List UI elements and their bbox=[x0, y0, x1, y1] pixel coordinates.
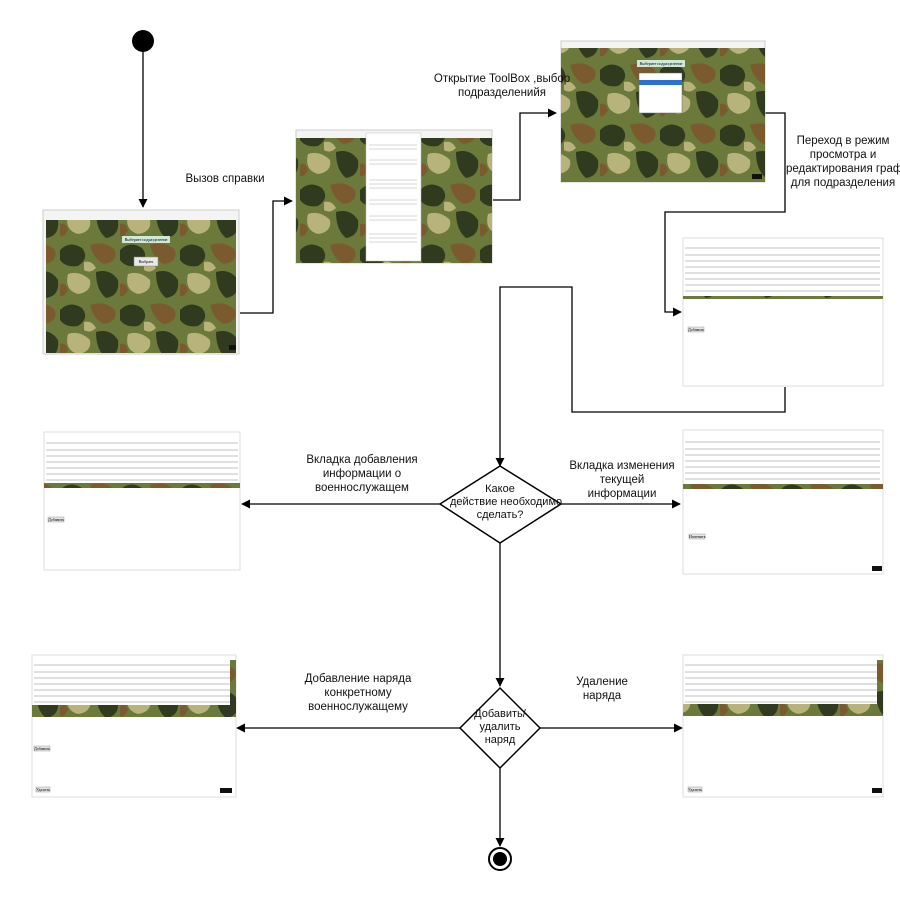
screenshot-duty-add bbox=[31, 654, 237, 798]
screenshot-main-window bbox=[42, 209, 240, 355]
label-schedule-line1: Переход в режим bbox=[796, 135, 890, 147]
flow-help-to-toolbox bbox=[493, 108, 557, 201]
decision-action-label: Какое действие необходимо сделать? bbox=[450, 483, 563, 522]
label-tab-edit: Вкладка изменения текущей информации bbox=[566, 459, 678, 501]
label-duty-add-line2: конкретному bbox=[324, 687, 392, 699]
label-tab-edit-line1: Вкладка изменения bbox=[569, 460, 675, 472]
duty-add-add-button[interactable]: Добавить bbox=[34, 746, 51, 751]
label-help-call-text: Вызов справки bbox=[185, 173, 265, 185]
label-tab-add-line1: Вкладка добавления bbox=[306, 454, 418, 466]
screenshot-toolbox bbox=[560, 40, 766, 183]
decision-duty-line1: Добавить/ bbox=[474, 708, 526, 720]
flow-schedule-to-decision bbox=[495, 286, 786, 467]
duty-delete-delete-button[interactable]: Удалить bbox=[688, 787, 702, 792]
label-tab-add-line2: информации о bbox=[322, 468, 402, 480]
label-help-call: Вызов справки bbox=[180, 172, 270, 186]
decision-duty-line2: удалить bbox=[479, 721, 521, 733]
label-tab-add: Вкладка добавления информации о военносл… bbox=[302, 453, 422, 495]
decision-action-line2: действие необходимо bbox=[450, 496, 563, 508]
label-toolbox: Открытие ToolBox ,выбор подразделенийя bbox=[422, 72, 582, 100]
label-toolbox-line1: Открытие ToolBox ,выбор bbox=[433, 73, 571, 85]
decision-duty-line3: наряд bbox=[484, 734, 516, 746]
flow-toolbox-to-schedule bbox=[664, 112, 786, 317]
label-duty-add-line3: военнослужащему bbox=[308, 701, 408, 713]
end-node bbox=[488, 847, 512, 871]
flow-main-to-help bbox=[240, 196, 293, 314]
schedule-add-button[interactable]: Добавить bbox=[688, 327, 705, 332]
label-duty-add-line1: Добавление наряда bbox=[304, 673, 412, 685]
label-tab-add-line3: военнослужащем bbox=[315, 482, 409, 494]
label-duty-delete: Удаление наряда bbox=[556, 675, 648, 703]
decision-duty-diamond bbox=[458, 686, 542, 770]
add-tab-add-button[interactable]: Добавить bbox=[48, 517, 65, 522]
screenshot-add-info-tab bbox=[43, 431, 241, 571]
decision-action-line3: сделать? bbox=[476, 509, 524, 521]
edit-tab-edit-button[interactable]: Изменить bbox=[689, 534, 706, 539]
label-schedule-line3: редактирования графика bbox=[786, 163, 900, 175]
decision-action-line1: Какое bbox=[485, 483, 515, 495]
screenshot-duty-delete bbox=[682, 654, 884, 798]
label-schedule-line4: для подразделения bbox=[790, 177, 896, 189]
decision-action-diamond bbox=[438, 465, 563, 544]
label-duty-delete-text: Удаление наряда bbox=[576, 676, 628, 702]
decision-duty-label: Добавить/ удалить наряд bbox=[465, 708, 535, 747]
main-window-heading: Выберите подразделение bbox=[124, 237, 168, 242]
label-schedule: Переход в режим просмотра и редактирован… bbox=[786, 134, 900, 190]
start-node bbox=[132, 30, 154, 52]
label-toolbox-line2: подразделенийя bbox=[457, 87, 547, 99]
duty-add-delete-button[interactable]: Удалить bbox=[36, 787, 50, 792]
screenshot-edit-info-tab bbox=[682, 429, 884, 575]
screenshot-help-window bbox=[295, 129, 493, 264]
label-tab-edit-line2: текущей информации bbox=[587, 474, 657, 500]
screenshot-schedule bbox=[682, 237, 884, 387]
main-window-select-button[interactable]: Выбрать bbox=[138, 259, 154, 264]
label-schedule-line2: просмотра и bbox=[809, 149, 877, 161]
toolbox-heading: Выберите подразделение bbox=[639, 61, 683, 66]
label-duty-add: Добавление наряда конкретному военнослуж… bbox=[302, 672, 414, 714]
